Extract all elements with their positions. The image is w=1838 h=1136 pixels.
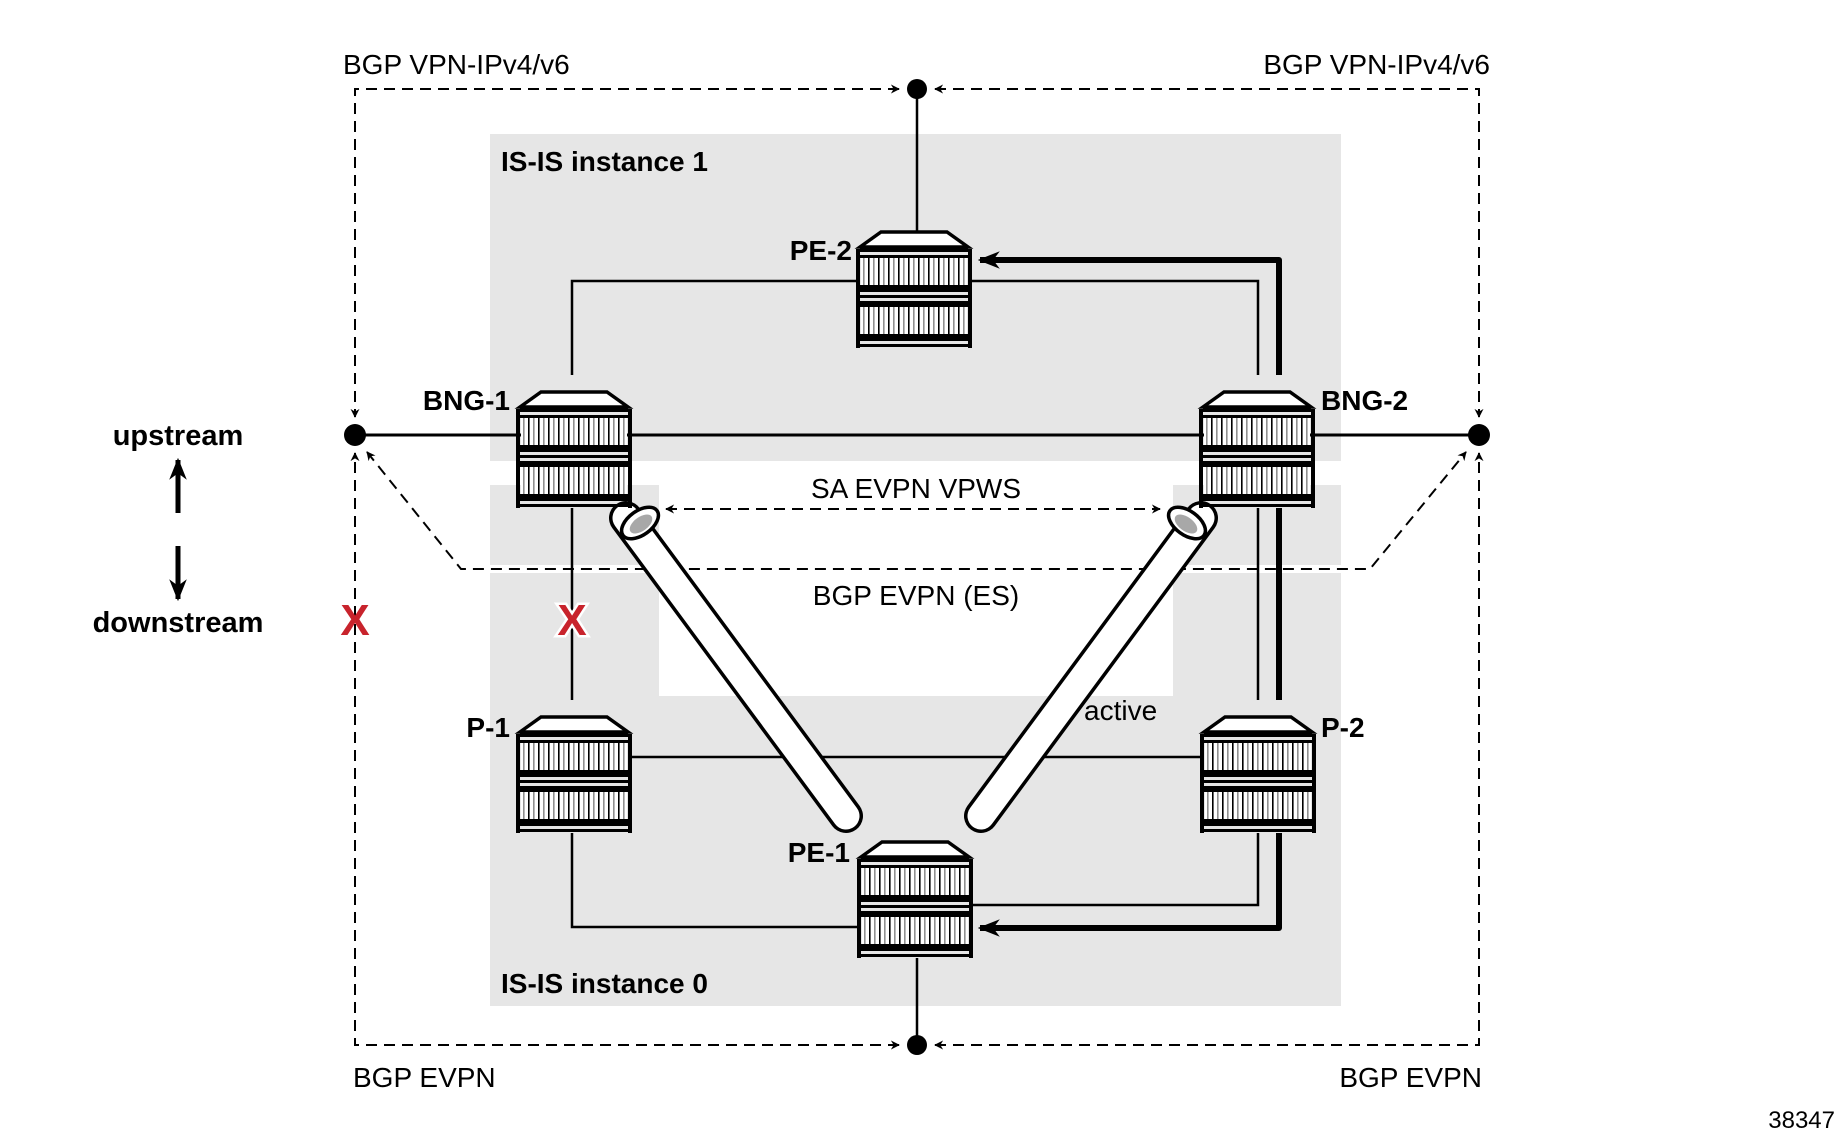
failure-x-icon: X [340, 596, 369, 645]
label-bgp-vpn-top-right: BGP VPN-IPv4/v6 [1263, 49, 1490, 80]
traffic-paths [977, 251, 1282, 928]
label-bng1: BNG-1 [423, 385, 510, 416]
bgp-vpn-top-right [934, 84, 1484, 418]
label-bng2: BNG-2 [1321, 385, 1408, 416]
endpoint-left-dot [344, 424, 366, 446]
traffic-bng2-to-pe2 [977, 251, 1282, 375]
isis-instance-0-label: IS-IS instance 0 [501, 968, 708, 999]
evpn-vpws-tunnel-left [609, 501, 863, 833]
bgp-vpn-top-left [350, 84, 900, 418]
evpn-vpws-tunnel-right [964, 501, 1218, 833]
label-sa-evpn-vpws: SA EVPN VPWS [811, 473, 1021, 504]
endpoint-top-dot [907, 79, 927, 99]
router-bng1[interactable] [516, 390, 632, 510]
isis-instance-1-label: IS-IS instance 1 [501, 146, 708, 177]
label-pe1: PE-1 [788, 837, 850, 868]
link-bng2-pe2 [972, 279, 1260, 375]
bgp-evpn-es-line [366, 451, 1467, 570]
label-p2: P-2 [1321, 712, 1365, 743]
label-active: active [1084, 695, 1157, 726]
label-upstream: upstream [113, 420, 244, 452]
router-p1[interactable] [516, 715, 632, 835]
router-pe2[interactable] [856, 230, 972, 350]
traffic-bng2-to-pe1 [980, 508, 1282, 928]
link-bng1-pe2 [570, 279, 858, 375]
label-bgp-evpn-bottom-left: BGP EVPN [353, 1062, 496, 1093]
endpoint-right-dot [1468, 424, 1490, 446]
bgp-evpn-bottom-right [934, 452, 1484, 1050]
bgp-session-lines [350, 84, 1484, 1050]
failure-x-icon: X [557, 596, 586, 645]
link-p1-pe1 [570, 833, 859, 929]
bgp-evpn-bottom-left [350, 452, 900, 1050]
label-pe2: PE-2 [790, 235, 852, 266]
label-bgp-evpn-es: BGP EVPN (ES) [813, 580, 1019, 611]
router-p2[interactable] [1200, 715, 1316, 835]
label-bgp-vpn-top-left: BGP VPN-IPv4/v6 [343, 49, 570, 80]
router-pe1[interactable] [857, 840, 973, 960]
figure-id: 38347 [1768, 1107, 1835, 1134]
router-bng2[interactable] [1199, 390, 1315, 510]
label-downstream: downstream [93, 607, 264, 639]
link-p2-pe1 [971, 833, 1260, 907]
label-bgp-evpn-bottom-right: BGP EVPN [1339, 1062, 1482, 1093]
label-p1: P-1 [466, 712, 510, 743]
endpoint-bottom-dot [907, 1035, 927, 1055]
